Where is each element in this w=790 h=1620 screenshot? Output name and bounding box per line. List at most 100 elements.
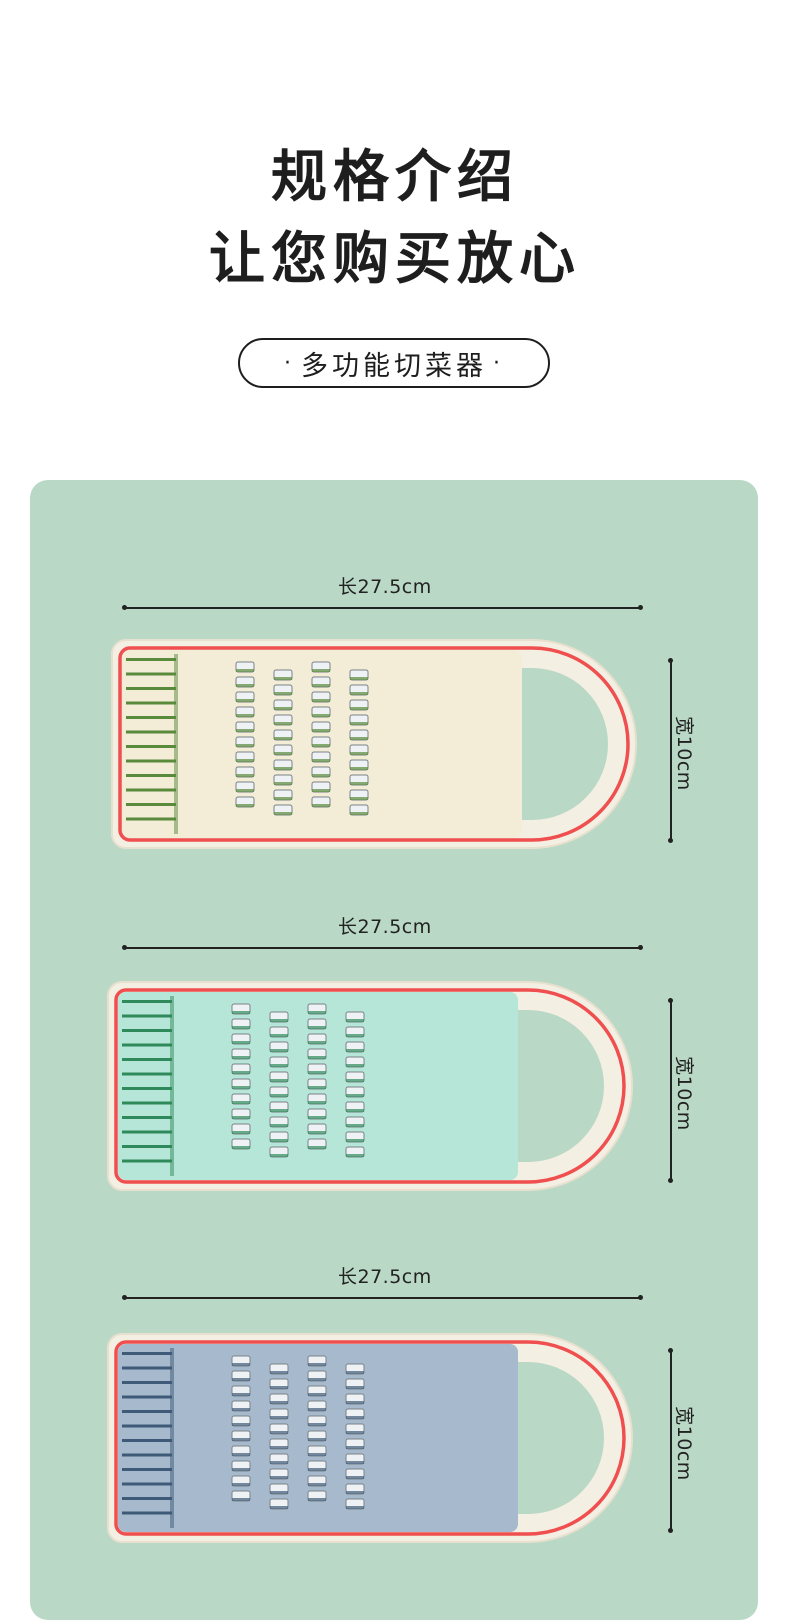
comb-tooth — [122, 1497, 172, 1500]
blade-slot-shadow — [346, 1461, 364, 1464]
comb-tooth — [122, 1014, 172, 1018]
blade-slot-shadow — [308, 1453, 326, 1456]
width-line — [670, 660, 672, 842]
blade-slot-shadow — [308, 1438, 326, 1441]
blade-slot-shadow — [346, 1371, 364, 1374]
blade-slot-shadow — [350, 677, 368, 680]
blade-slot-shadow — [346, 1139, 364, 1142]
comb-tooth — [122, 1410, 172, 1413]
comb-tooth — [126, 745, 176, 748]
blade-slot-shadow — [308, 1071, 326, 1074]
grater-image — [111, 639, 637, 849]
blade-slot-shadow — [232, 1071, 250, 1074]
comb-tooth — [126, 716, 176, 719]
blade-slot-shadow — [274, 692, 292, 695]
blade-slot-shadow — [350, 692, 368, 695]
line-end — [122, 945, 127, 950]
blade-slot-shadow — [350, 722, 368, 725]
blade-slot-shadow — [350, 782, 368, 785]
blade-slot-shadow — [308, 1041, 326, 1044]
blade-slot-shadow — [232, 1438, 250, 1441]
comb-spine — [174, 654, 178, 834]
blade-slot-shadow — [232, 1056, 250, 1059]
comb-tooth — [126, 803, 176, 806]
length-line — [124, 1297, 642, 1299]
comb-tooth — [122, 1439, 172, 1442]
blade-slot-shadow — [308, 1393, 326, 1396]
comb-tooth — [122, 1159, 172, 1163]
blade-slot-shadow — [308, 1423, 326, 1426]
blade-slot-shadow — [270, 1124, 288, 1127]
blade-slot-shadow — [308, 1468, 326, 1471]
blade-slot-shadow — [346, 1506, 364, 1509]
blade-slot-shadow — [270, 1476, 288, 1479]
length-line — [124, 947, 642, 949]
blade-slot-shadow — [232, 1131, 250, 1134]
blade-slot-shadow — [232, 1408, 250, 1411]
line-end — [668, 838, 673, 843]
blade-slot-shadow — [346, 1154, 364, 1157]
product-tag: · 多功能切菜器 · — [238, 338, 550, 388]
blade-slot-shadow — [350, 752, 368, 755]
comb-tooth — [126, 672, 176, 676]
blade-slot-shadow — [236, 669, 254, 672]
handle-hole — [528, 1010, 604, 1162]
blade-slot-shadow — [312, 729, 330, 732]
blade-slot-shadow — [308, 1498, 326, 1501]
blade-slot-shadow — [270, 1154, 288, 1157]
blade-slot-shadow — [350, 797, 368, 800]
blade-slot-shadow — [270, 1491, 288, 1494]
blade-slot-shadow — [270, 1371, 288, 1374]
blade-slot-shadow — [270, 1416, 288, 1419]
blade-slot-shadow — [270, 1094, 288, 1097]
blade-slot-shadow — [236, 699, 254, 702]
comb-tooth — [122, 1101, 172, 1105]
blade-slot-shadow — [270, 1461, 288, 1464]
blade-slot-shadow — [346, 1386, 364, 1389]
blade-slot-shadow — [232, 1101, 250, 1104]
blade-slot-shadow — [270, 1064, 288, 1067]
blade-slot-shadow — [350, 737, 368, 740]
blade-slot-shadow — [270, 1079, 288, 1082]
blade-slot-shadow — [308, 1086, 326, 1089]
comb-tooth — [126, 774, 176, 777]
comb-spine — [170, 996, 174, 1176]
comb-tooth — [126, 730, 176, 734]
blade-slot-shadow — [346, 1401, 364, 1404]
comb-tooth — [122, 1087, 172, 1090]
blade-slot-shadow — [350, 767, 368, 770]
blade-slot-shadow — [346, 1491, 364, 1494]
comb-tooth — [126, 759, 176, 763]
blade-slot-shadow — [274, 782, 292, 785]
comb-spine — [170, 1348, 174, 1528]
line-end — [668, 1528, 673, 1533]
blade-slot-shadow — [232, 1116, 250, 1119]
blade-slot-shadow — [308, 1146, 326, 1149]
comb-tooth — [122, 1058, 172, 1061]
blade-slot-shadow — [232, 1483, 250, 1486]
blade-slot-shadow — [346, 1049, 364, 1052]
line-end — [122, 1295, 127, 1300]
grater-edge — [118, 646, 630, 842]
blade-slot-shadow — [232, 1378, 250, 1381]
comb-tooth — [122, 1072, 172, 1076]
blade-slot-shadow — [270, 1049, 288, 1052]
handle-hole — [532, 668, 608, 820]
length-line — [124, 607, 642, 609]
grater-edge — [114, 1340, 626, 1536]
blade-slot-shadow — [232, 1393, 250, 1396]
line-end — [668, 1348, 673, 1353]
line-end — [668, 1178, 673, 1183]
page-title: 规格介绍 — [271, 145, 519, 210]
comb-tooth — [122, 1453, 172, 1457]
blade-slot-shadow — [236, 789, 254, 792]
blade-slot-shadow — [308, 1011, 326, 1014]
blade-slot-shadow — [312, 669, 330, 672]
width-label: 宽10cm — [672, 1056, 695, 1131]
comb-tooth — [122, 1000, 172, 1003]
blade-slot-shadow — [232, 1011, 250, 1014]
blade-slot-shadow — [346, 1094, 364, 1097]
comb-tooth — [126, 817, 176, 821]
blade-slot-shadow — [346, 1124, 364, 1127]
comb-tooth — [122, 1145, 172, 1148]
